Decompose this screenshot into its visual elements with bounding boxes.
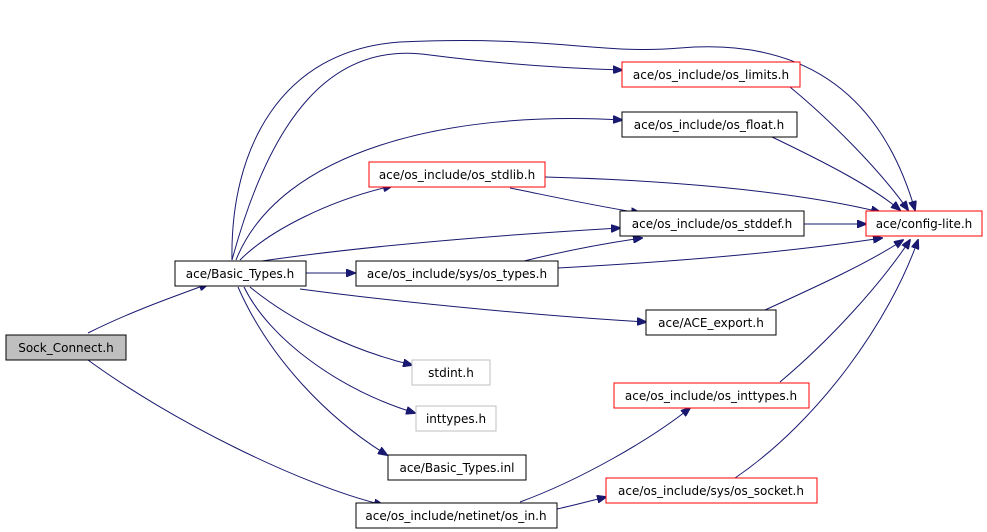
node-ace-export[interactable]: ace/ACE_export.h xyxy=(645,309,777,336)
node-label: ace/config-lite.h xyxy=(876,217,973,231)
edge-basic-types-to-stdint xyxy=(249,286,412,365)
nodes: Sock_Connect.h ace/Basic_Types.h ace/os_… xyxy=(5,61,983,529)
edge-os-float-to-config-lite xyxy=(769,135,900,210)
edge-os-stdlib-to-os-stddef xyxy=(509,187,640,213)
node-os-float[interactable]: ace/os_include/os_float.h xyxy=(621,111,798,138)
node-label: inttypes.h xyxy=(426,412,486,426)
edge-basic-types-to-inttypes xyxy=(243,286,415,413)
node-label: ace/os_include/netinet/os_in.h xyxy=(365,509,546,523)
node-label: ace/os_include/os_limits.h xyxy=(633,68,789,82)
node-os-limits[interactable]: ace/os_include/os_limits.h xyxy=(621,61,801,88)
edge-basic-types-to-os-stdlib xyxy=(239,186,392,261)
edge-netinet-os-in-to-sys-os-socket xyxy=(556,497,606,510)
node-label: ace/os_include/os_stddef.h xyxy=(632,217,792,231)
edge-os-limits-to-config-lite xyxy=(789,86,908,210)
node-label: stdint.h xyxy=(428,366,474,380)
edge-os-stdlib-to-config-lite xyxy=(544,176,880,212)
node-label: ace/os_include/os_float.h xyxy=(634,118,784,132)
edge-sys-os-types-to-os-stddef xyxy=(519,238,642,263)
edge-netinet-os-in-to-os-inttypes xyxy=(519,408,690,503)
edge-sys-os-socket-to-config-lite xyxy=(734,240,918,479)
node-basic-types[interactable]: ace/Basic_Types.h xyxy=(174,260,307,287)
node-os-stdlib[interactable]: ace/os_include/os_stdlib.h xyxy=(368,161,546,188)
edge-basic-types-to-os-limits xyxy=(231,52,622,261)
edge-basic-types-to-os-stddef xyxy=(254,228,620,263)
edge-basic-types-to-basic-types-inl xyxy=(237,286,387,455)
node-stdint[interactable]: stdint.h xyxy=(411,359,491,386)
node-label: Sock_Connect.h xyxy=(18,341,114,355)
node-label: ace/Basic_Types.h xyxy=(186,267,294,281)
node-label: ace/Basic_Types.inl xyxy=(399,461,514,475)
edge-sys-os-types-to-config-lite xyxy=(557,238,882,269)
edge-basic-types-to-ace-export xyxy=(299,288,646,322)
node-sys-os-types[interactable]: ace/os_include/sys/os_types.h xyxy=(355,260,559,287)
node-netinet-os-in[interactable]: ace/os_include/netinet/os_in.h xyxy=(355,502,558,529)
node-os-inttypes[interactable]: ace/os_include/os_inttypes.h xyxy=(613,382,810,409)
edges xyxy=(87,40,918,510)
node-label: ace/os_include/os_inttypes.h xyxy=(625,389,797,403)
edge-basic-types-to-os-float xyxy=(235,119,622,261)
node-label: ace/os_include/sys/os_socket.h xyxy=(618,484,804,498)
node-inttypes[interactable]: inttypes.h xyxy=(415,405,497,432)
node-os-stddef[interactable]: ace/os_include/os_stddef.h xyxy=(619,210,805,237)
edge-sock-connect-to-netinet-os-in xyxy=(87,359,383,505)
edge-os-inttypes-to-config-lite xyxy=(779,240,910,383)
node-sock-connect[interactable]: Sock_Connect.h xyxy=(5,334,127,361)
node-label: ace/ACE_export.h xyxy=(658,316,764,330)
edge-sock-connect-to-basic-types xyxy=(87,284,208,334)
edge-basic-types-to-config-lite-top xyxy=(231,40,915,261)
node-label: ace/os_include/os_stdlib.h xyxy=(379,168,535,182)
node-basic-types-inl[interactable]: ace/Basic_Types.inl xyxy=(387,454,527,481)
node-config-lite[interactable]: ace/config-lite.h xyxy=(865,210,983,237)
node-label: ace/os_include/sys/os_types.h xyxy=(367,267,547,281)
node-sys-os-socket[interactable]: ace/os_include/sys/os_socket.h xyxy=(605,477,818,504)
edge-ace-export-to-config-lite xyxy=(764,240,903,311)
